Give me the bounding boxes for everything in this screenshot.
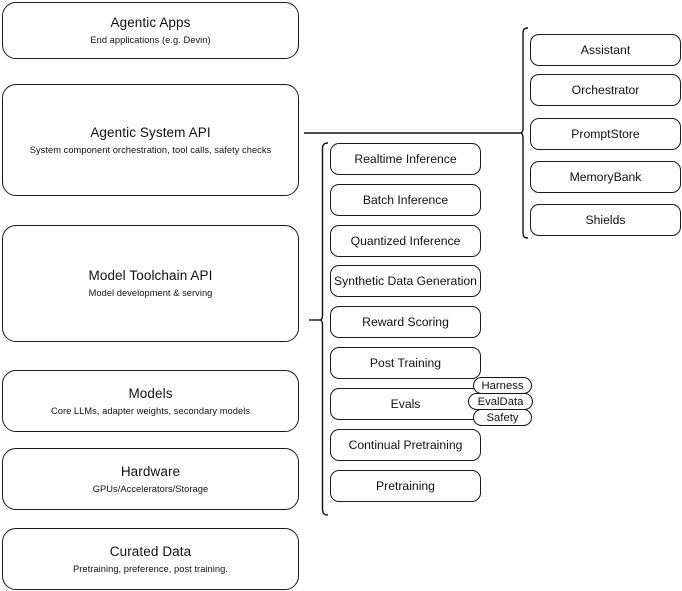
layer-curated-data[interactable]: Curated Data Pretraining, preference, po…	[2, 528, 299, 590]
toolchain-item-quantized-inference[interactable]: Quantized Inference	[330, 225, 481, 257]
layer-agentic-apps[interactable]: Agentic Apps End applications (e.g. Devi…	[2, 2, 299, 59]
toolchain-item-label: Post Training	[369, 356, 442, 370]
layer-title: Models	[128, 385, 173, 401]
layer-hardware[interactable]: Hardware GPUs/Accelerators/Storage	[2, 448, 299, 510]
bracket-system-components	[518, 27, 529, 239]
system-component-shields[interactable]: Shields	[530, 204, 681, 236]
system-component-label: Shields	[585, 213, 626, 227]
toolchain-item-label: Evals	[390, 397, 421, 411]
eval-badge-label: Safety	[486, 411, 519, 424]
toolchain-item-synthetic-data-generation[interactable]: Synthetic Data Generation	[330, 265, 481, 297]
system-component-label: Assistant	[580, 43, 631, 57]
toolchain-item-label: Reward Scoring	[362, 315, 449, 329]
toolchain-item-evals[interactable]: Evals	[330, 388, 481, 420]
eval-badge-label: Harness	[481, 379, 524, 392]
toolchain-item-reward-scoring[interactable]: Reward Scoring	[330, 306, 481, 338]
eval-badge-label: EvalData	[477, 395, 524, 408]
layer-title: Curated Data	[109, 543, 192, 559]
layer-model-toolchain-api[interactable]: Model Toolchain API Model development & …	[2, 225, 299, 342]
eval-badge-safety[interactable]: Safety	[473, 409, 532, 426]
layer-title: Agentic Apps	[110, 15, 191, 30]
toolchain-item-label: Batch Inference	[362, 193, 449, 207]
layer-title: Agentic System API	[90, 124, 211, 140]
toolchain-item-realtime-inference[interactable]: Realtime Inference	[330, 143, 481, 175]
layer-agentic-system-api[interactable]: Agentic System API System component orch…	[2, 84, 299, 196]
eval-badge-evaldata[interactable]: EvalData	[468, 393, 533, 410]
system-component-label: MemoryBank	[569, 170, 642, 184]
layer-subtitle: End applications (e.g. Devin)	[90, 35, 211, 45]
layer-subtitle: Core LLMs, adapter weights, secondary mo…	[50, 405, 251, 416]
system-component-orchestrator[interactable]: Orchestrator	[530, 74, 681, 106]
layer-subtitle: System component orchestration, tool cal…	[29, 144, 272, 155]
toolchain-item-label: Synthetic Data Generation	[334, 274, 477, 288]
toolchain-item-label: Continual Pretraining	[348, 438, 463, 452]
system-component-promptstore[interactable]: PromptStore	[530, 118, 681, 150]
toolchain-item-continual-pretraining[interactable]: Continual Pretraining	[330, 429, 481, 461]
layer-subtitle: Pretraining, preference, post training.	[73, 563, 228, 574]
toolchain-item-label: Pretraining	[376, 479, 435, 493]
layer-title: Model Toolchain API	[88, 268, 213, 283]
system-component-label: PromptStore	[571, 127, 640, 141]
toolchain-item-post-training[interactable]: Post Training	[330, 347, 481, 379]
layer-subtitle: GPUs/Accelerators/Storage	[92, 483, 209, 494]
bracket-toolchain-items	[317, 142, 329, 516]
layer-title: Hardware	[120, 463, 181, 479]
toolchain-item-pretraining[interactable]: Pretraining	[330, 470, 481, 502]
toolchain-item-batch-inference[interactable]: Batch Inference	[330, 184, 481, 216]
toolchain-item-label: Quantized Inference	[350, 234, 461, 248]
layer-models[interactable]: Models Core LLMs, adapter weights, secon…	[2, 370, 299, 432]
system-component-assistant[interactable]: Assistant	[530, 34, 681, 66]
layer-subtitle: Model development & serving	[88, 288, 213, 298]
eval-badge-harness[interactable]: Harness	[473, 377, 532, 394]
system-component-memorybank[interactable]: MemoryBank	[530, 161, 681, 193]
system-component-label: Orchestrator	[571, 83, 640, 97]
toolchain-item-label: Realtime Inference	[354, 152, 457, 166]
